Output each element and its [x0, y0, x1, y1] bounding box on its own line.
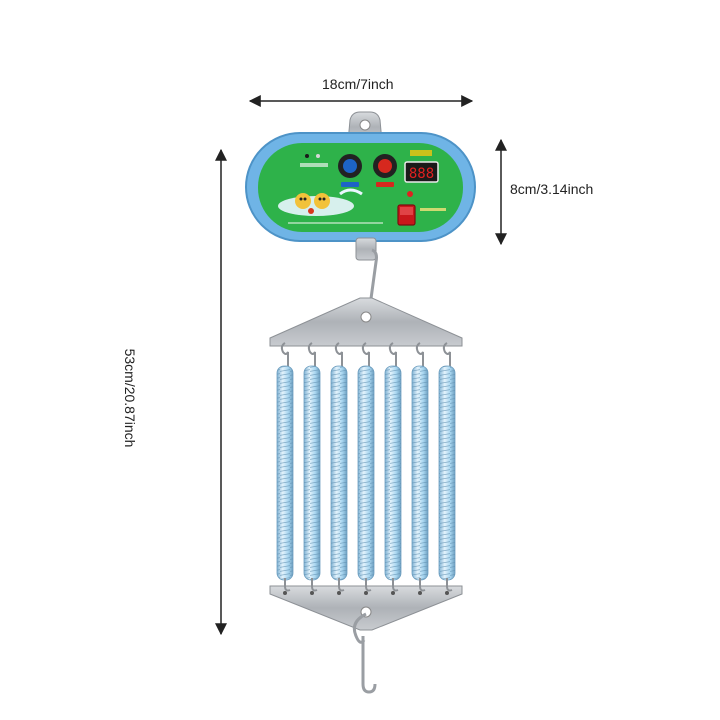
- spring-5: [384, 342, 402, 592]
- spring-2: [303, 342, 321, 592]
- plate-hole: [283, 591, 287, 595]
- plate-hole: [418, 591, 422, 595]
- top-spring-plate: [269, 297, 463, 347]
- bottom-hook: [352, 612, 377, 694]
- spring-4: [357, 342, 375, 592]
- height-dimension-label: 8cm/3.14inch: [510, 181, 594, 197]
- control-panel: 888: [245, 132, 476, 242]
- power-switch[interactable]: [397, 204, 416, 226]
- spring-3: [330, 342, 348, 592]
- width-dimension-label: 18cm/7inch: [322, 76, 394, 92]
- cartoon-logo: [278, 188, 363, 216]
- total-length-dimension-label: 53cm/20.87inch: [122, 348, 138, 448]
- spring-6: [411, 342, 429, 592]
- plate-hole: [391, 591, 395, 595]
- spring-7: [438, 342, 456, 592]
- digital-display: 888: [404, 150, 439, 183]
- spring-1: [276, 342, 294, 592]
- plate-hole: [364, 591, 368, 595]
- speed-knob[interactable]: [338, 154, 362, 187]
- timer-knob[interactable]: [373, 154, 397, 187]
- svg-text:888: 888: [409, 166, 434, 182]
- plate-hole: [337, 591, 341, 595]
- plate-hole: [310, 591, 314, 595]
- spring-array: [276, 342, 456, 595]
- plate-hole: [445, 591, 449, 595]
